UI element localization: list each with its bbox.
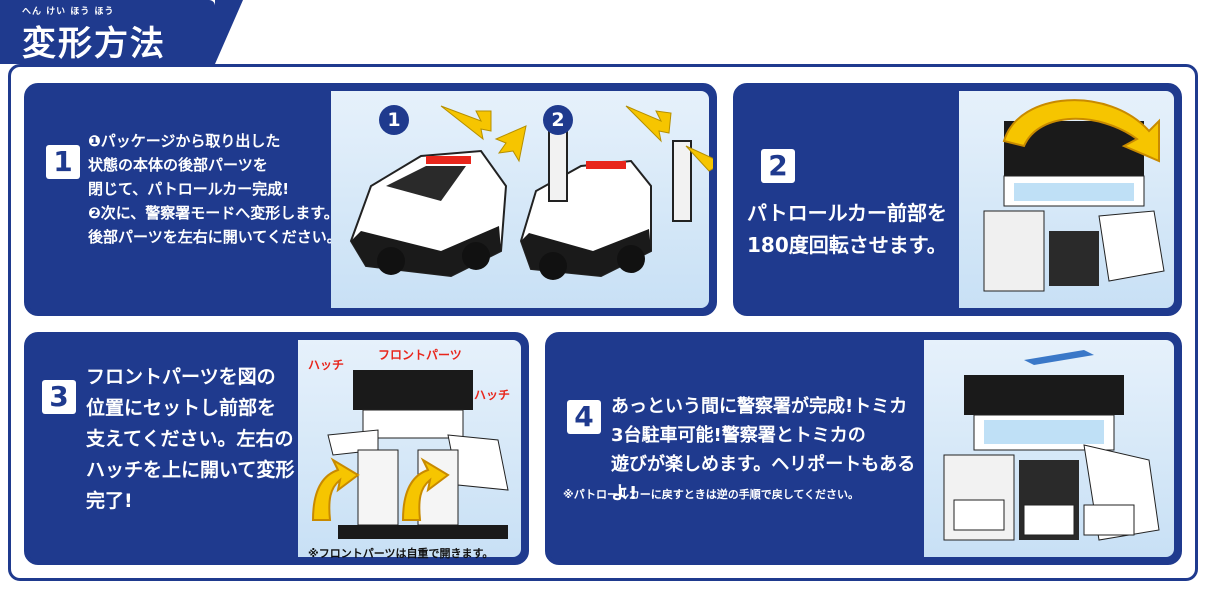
step-4-image — [924, 340, 1174, 557]
step-number: 1 — [46, 145, 80, 179]
image-marker-1: 1 — [379, 105, 409, 135]
rotate-front-image — [983, 99, 1165, 292]
callout-front-parts: フロントパーツ — [378, 348, 462, 362]
police-car-icon — [349, 149, 508, 278]
step-2-panel: 2 パトロールカー前部を 180度回転させます。 — [733, 83, 1182, 316]
hatch-open-image — [311, 370, 509, 539]
image-note: ※フロントパーツは自重で開きます。 — [308, 547, 494, 560]
step-3-image: ハッチ フロントパーツ ハッチ ※フロントパーツは自重で開きます。 — [298, 340, 521, 560]
title-tab: へん けい ほう ほう 変形方法 — [0, 0, 243, 64]
police-car-steps-image — [349, 105, 713, 280]
yellow-arrow-icon — [440, 105, 713, 172]
step-text: あっという間に警察署が完成!トミカ 3台駐車可能!警察署とトミカの 遊びが楽しめ… — [611, 396, 916, 504]
step-1-image: 1 2 — [331, 91, 713, 308]
step-note: ※パトロールカーに戻すときは逆の手順で戻してください。 — [563, 488, 860, 501]
step-4-panel: 4 あっという間に警察署が完成!トミカ 3台駐車可能!警察署とトミカの 遊びが楽… — [545, 332, 1182, 565]
title-ruby: へん けい ほう ほう — [22, 7, 115, 17]
step-number: 2 — [761, 149, 795, 183]
police-car-open-icon — [519, 130, 692, 280]
step-1-panel: 1 ❶パッケージから取り出した 状態の本体の後部パーツを 閉じて、パトロールカー… — [24, 83, 717, 316]
step-text: パトロールカー前部を 180度回転させます。 — [747, 201, 947, 257]
callout-hatch-right: ハッチ — [474, 388, 511, 402]
callout-hatch-left: ハッチ — [308, 358, 345, 372]
step-2-image — [959, 91, 1174, 308]
step-text: ❶パッケージから取り出した 状態の本体の後部パーツを 閉じて、パトロールカー完成… — [88, 132, 342, 246]
page-title: 変形方法 — [22, 24, 166, 64]
step-number: 3 — [42, 380, 76, 414]
step-text: フロントパーツを図の 位置にセットし前部を 支えてください。左右の ハッチを上に… — [86, 366, 295, 512]
image-marker-2: 2 — [543, 105, 573, 135]
step-number: 4 — [567, 400, 601, 434]
step-3-panel: 3 フロントパーツを図の 位置にセットし前部を 支えてください。左右の ハッチを… — [24, 332, 529, 565]
police-station-image — [943, 350, 1160, 541]
